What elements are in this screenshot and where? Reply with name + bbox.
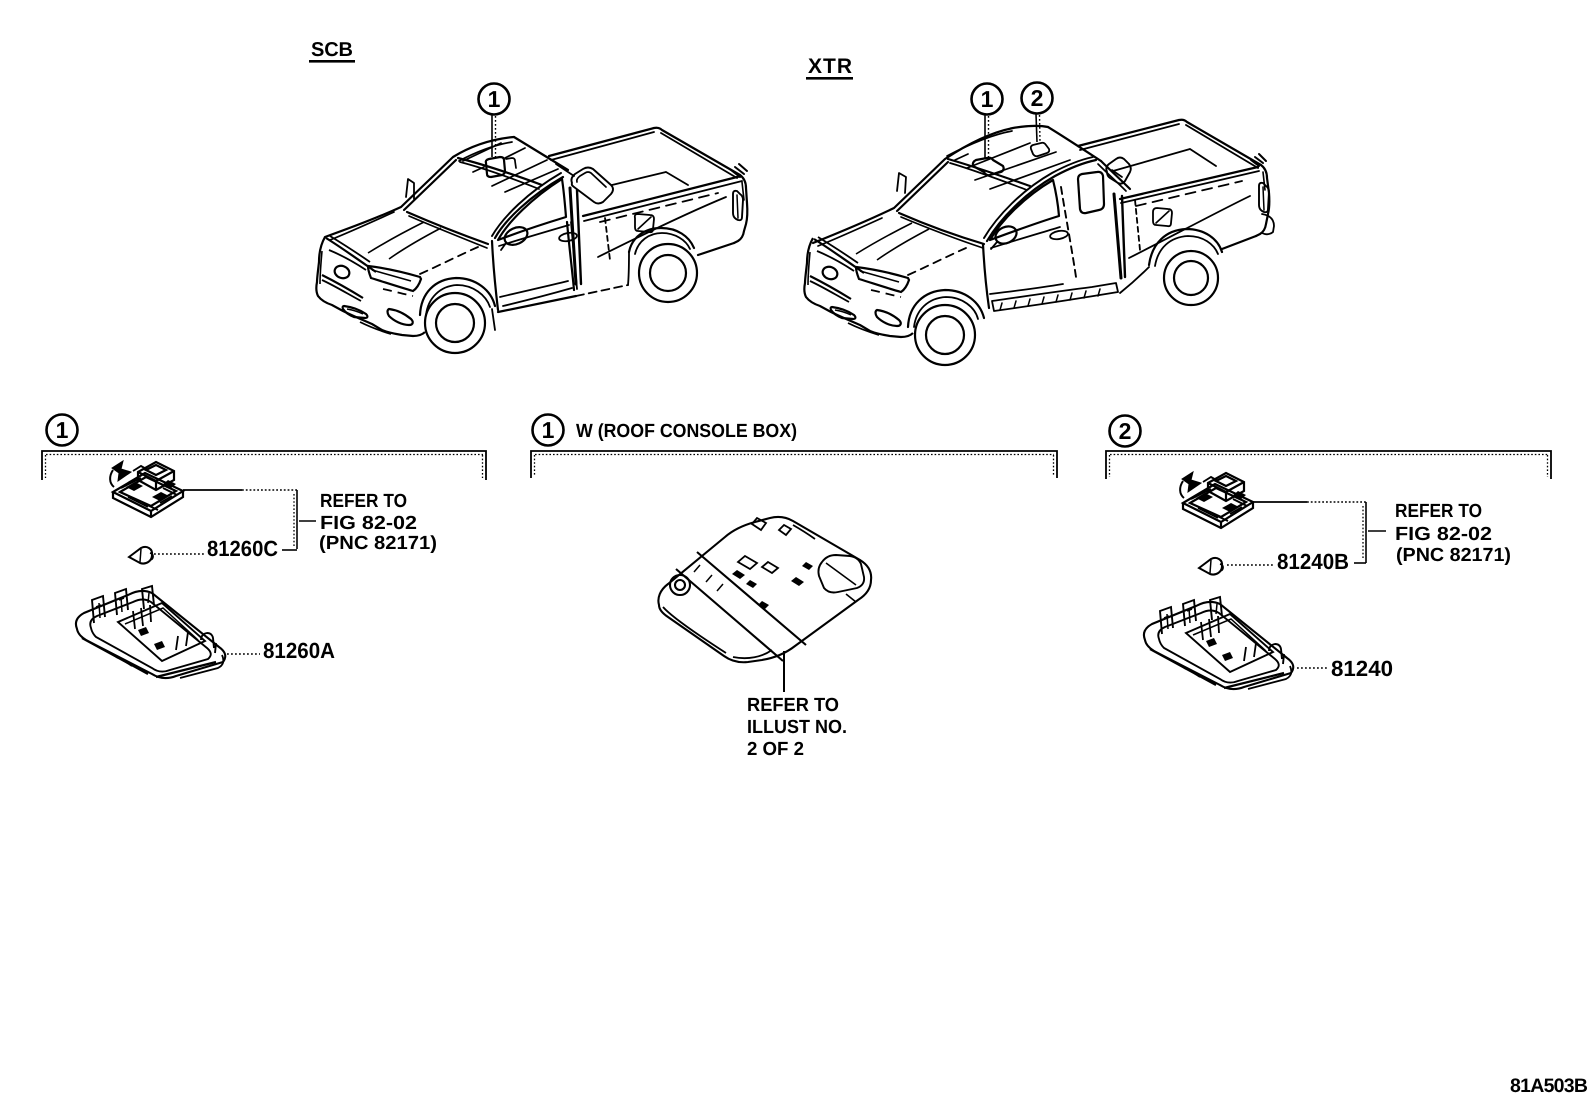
svg-text:81240: 81240 [1331, 656, 1393, 681]
svg-text:REFER TO: REFER TO [747, 695, 839, 716]
svg-text:ILLUST NO.: ILLUST NO. [747, 717, 847, 738]
svg-text:1: 1 [488, 86, 501, 112]
svg-text:81260A: 81260A [263, 638, 335, 663]
svg-text:1: 1 [542, 417, 555, 443]
svg-text:SCB: SCB [311, 39, 353, 61]
svg-text:(PNC 82171): (PNC 82171) [319, 533, 437, 554]
svg-text:W (ROOF CONSOLE BOX): W (ROOF CONSOLE BOX) [576, 421, 797, 442]
svg-text:XTR: XTR [808, 55, 852, 78]
svg-text:REFER TO: REFER TO [320, 491, 407, 512]
svg-text:2: 2 [1031, 85, 1044, 111]
svg-text:(PNC 82171): (PNC 82171) [1396, 545, 1511, 566]
svg-text:2 OF 2: 2 OF 2 [747, 739, 804, 760]
svg-text:FIG 82-02: FIG 82-02 [320, 513, 417, 534]
svg-text:REFER TO: REFER TO [1395, 501, 1482, 522]
svg-text:81260C: 81260C [207, 536, 278, 561]
svg-text:1: 1 [56, 417, 69, 443]
svg-text:FIG 82-02: FIG 82-02 [1395, 524, 1492, 545]
svg-text:81240B: 81240B [1277, 549, 1349, 574]
svg-text:1: 1 [981, 86, 994, 112]
svg-text:81A503B: 81A503B [1510, 1075, 1588, 1097]
svg-text:2: 2 [1119, 418, 1132, 444]
